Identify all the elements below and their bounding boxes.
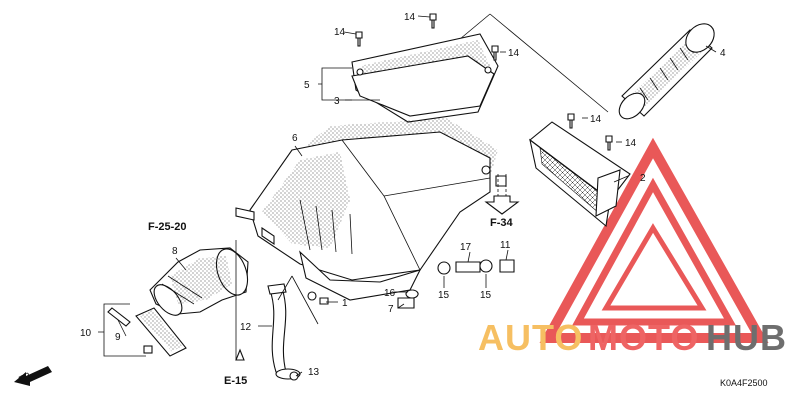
callout-10: 10 [80,328,92,339]
callout-14-e: 14 [625,138,637,149]
part-8-inlet-duct [149,247,249,316]
part-15-clamp-left [437,261,451,275]
part-17-tube [455,261,481,273]
callout-13: 13 [308,367,320,378]
callout-14-b: 14 [404,12,416,23]
direction-label: FR. [17,369,34,385]
callout-6: 6 [292,133,298,144]
callout-9: 9 [115,332,121,343]
callout-11: 11 [500,240,511,251]
callout-12: 12 [240,322,252,333]
callout-14-d: 14 [590,114,602,125]
callout-16: 16 [384,288,396,299]
part-12-drain-hose [267,283,301,380]
part-2-air-filter-element [529,121,631,228]
callout-17: 17 [460,242,472,253]
small-parts [397,175,515,309]
screws [289,13,613,381]
part-16-clip [405,289,419,299]
watermark-text-auto: AUTO [478,317,583,358]
part-10-drain-tube [107,307,187,357]
diagram-code: K0A4F2500 [720,378,768,388]
callout-4: 4 [720,48,726,59]
part-4-connecting-tube [618,23,715,120]
ref-e-15: E-15 [224,375,247,387]
callout-14-c: 14 [508,48,520,59]
callout-14-a: 14 [334,27,346,38]
callout-8: 8 [172,246,178,257]
section-references: F-25-20 F-34 E-15 [148,217,514,387]
callout-7: 7 [388,304,394,315]
f34-arrow-icon [484,195,520,215]
leader-lines [98,15,717,377]
part-5-air-cleaner-cover [351,33,499,123]
grommet [495,175,507,187]
callout-15-b: 15 [480,290,492,301]
callout-numbers: 14 14 14 14 14 4 5 3 6 2 8 10 9 12 13 1 … [80,12,726,378]
part-11-plug [499,259,515,273]
watermark-triangle-icon [539,137,769,343]
front-direction-arrow-icon [14,366,52,386]
part-15-clamp-right [479,259,493,273]
callout-3: 3 [334,96,340,107]
part-6-air-cleaner-case [235,118,498,301]
callout-15-a: 15 [438,290,450,301]
watermark-text-hub: HUB [706,317,787,358]
callout-1: 1 [342,298,348,309]
ref-f-25-20: F-25-20 [148,221,187,233]
watermark-logo: AUTO MOTO HUB [478,137,787,358]
callout-5: 5 [304,80,310,91]
watermark-text-moto: MOTO [588,317,699,358]
callout-2: 2 [640,173,646,184]
e15-arrow-icon [235,348,245,361]
ref-f-34: F-34 [490,217,514,229]
